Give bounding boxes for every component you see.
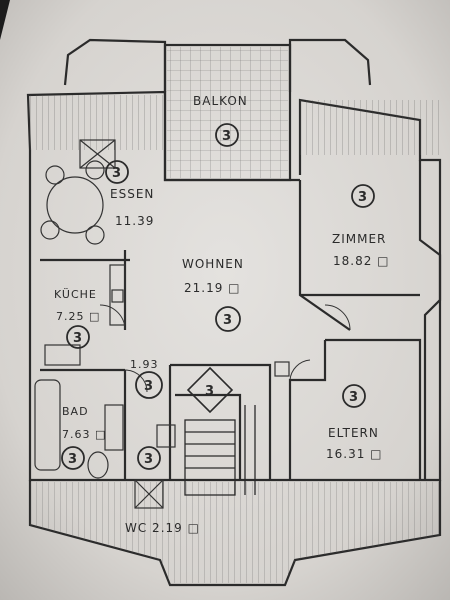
- room-label-balkon: BALKON: [193, 94, 248, 108]
- marker-eltern: 3: [342, 384, 366, 408]
- svg-text:3: 3: [73, 331, 83, 346]
- svg-text:3: 3: [112, 166, 122, 181]
- room-area-eltern: 16.31 □: [326, 447, 383, 461]
- room-area-kueche: 7.25 □: [56, 310, 100, 323]
- dining-table: [40, 160, 105, 245]
- staircase: [184, 405, 256, 496]
- svg-text:3: 3: [144, 379, 154, 394]
- marker-zimmer: 3: [351, 184, 375, 208]
- svg-text:3: 3: [68, 452, 78, 467]
- room-label-zimmer: ZIMMER: [332, 232, 386, 246]
- kitchen-counter: [44, 264, 126, 366]
- room-area-bad: 7.63 □: [62, 428, 106, 441]
- svg-text:3: 3: [358, 190, 368, 205]
- room-label-essen: ESSEN: [110, 187, 154, 201]
- room-area-wohnen: 21.19 □: [184, 281, 241, 295]
- svg-text:3: 3: [144, 452, 154, 467]
- marker-wohnen: 3: [215, 306, 241, 332]
- marker-bad: 3: [61, 446, 85, 470]
- svg-text:3: 3: [222, 129, 232, 144]
- room-area-flur: 1.93: [130, 358, 159, 371]
- marker-wc: 3: [137, 446, 161, 470]
- svg-text:3: 3: [205, 384, 215, 399]
- room-label-wohnen: WOHNEN: [182, 257, 244, 271]
- room-label-eltern: ELTERN: [328, 426, 379, 440]
- room-label-wc: WC 2.19 □: [125, 521, 200, 535]
- walls: [26, 38, 442, 587]
- marker-kueche: 3: [66, 325, 90, 349]
- room-label-kueche: KÜCHE: [54, 288, 97, 301]
- room-label-bad: BAD: [62, 405, 89, 418]
- marker-balkon: 3: [215, 123, 239, 147]
- marker-flur: 3: [135, 371, 163, 399]
- door-swings: [99, 304, 351, 393]
- hatch-bottom: [30, 482, 440, 583]
- marker-stair: 3: [205, 384, 215, 399]
- svg-text:3: 3: [349, 390, 359, 405]
- bathroom-fixtures: [34, 379, 176, 509]
- hatch-top-left: [30, 95, 165, 150]
- marker-essen: 3: [105, 160, 129, 184]
- svg-text:3: 3: [223, 313, 233, 328]
- balkon-grid: [167, 47, 288, 178]
- room-area-zimmer: 18.82 □: [333, 254, 390, 268]
- room-markers: 3 3 3 3 3 3 3 3 3: [61, 123, 375, 470]
- room-area-essen: 11.39: [115, 214, 154, 228]
- hatch-top-right: [300, 100, 440, 155]
- stair-diamond-marker: [186, 366, 234, 414]
